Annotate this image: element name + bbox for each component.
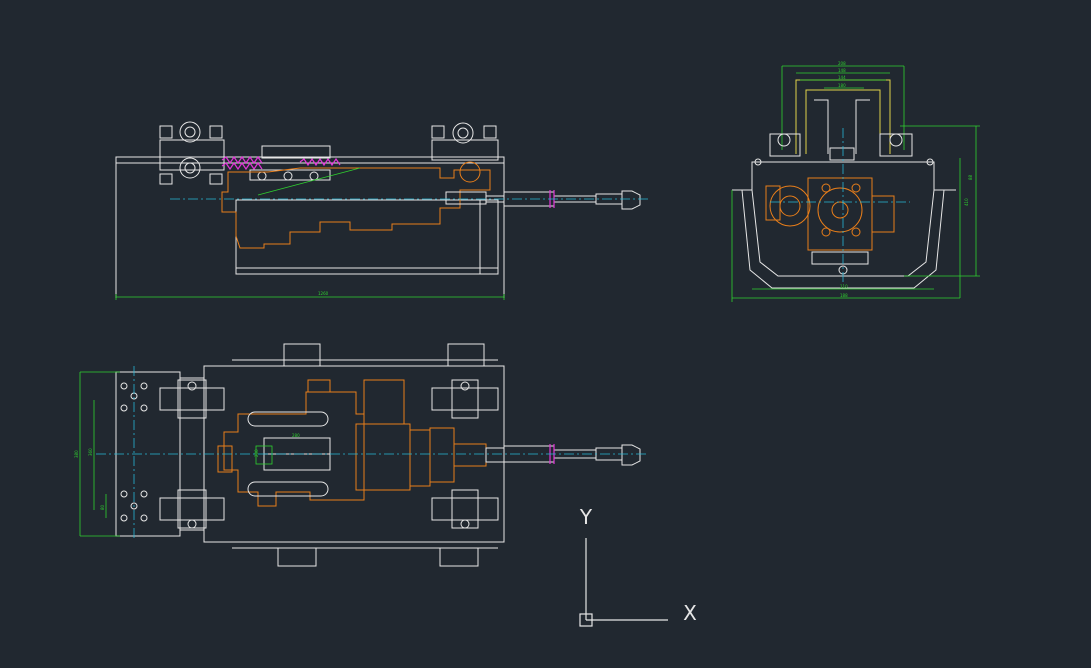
plan-height-dimension: 380 [74,450,79,458]
ucs-y-label: Y [579,505,593,529]
side-inner-dimension: 110 [840,284,848,289]
front-length-dimension: 1260 [318,291,329,296]
side-width-dimension: 188 [840,293,848,298]
ucs-x-label: X [683,601,697,625]
plan-inner-dimension: 360 [88,448,93,456]
front-elevation-view: 1260 [115,121,648,300]
side-height-dimension: 410 [964,198,969,206]
plan-small-dimension: 80 [100,504,105,510]
plan-view: 380 360 80 280 200 [74,343,648,567]
ucs-icon: Y X [579,505,697,627]
side-top-dim-4: 180 [838,83,846,88]
plan-width-dimension-2: 200 [254,449,259,457]
side-elevation-view: 208 148 144 180 410 [731,61,980,302]
side-h2-dimension: 88 [968,174,973,180]
side-top-dim-1: 208 [838,61,846,66]
side-top-dim-3: 144 [838,75,846,80]
plan-width-dimension-1: 280 [292,433,300,438]
side-top-dim-2: 148 [838,68,846,73]
